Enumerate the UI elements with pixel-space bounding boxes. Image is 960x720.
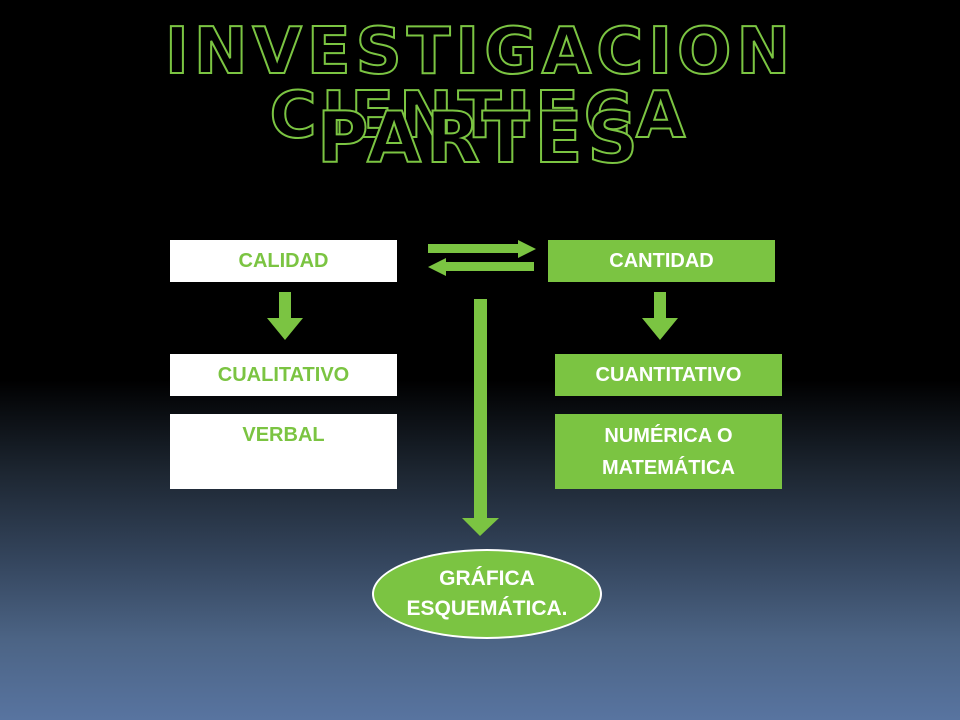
grafica-oval: GRÁFICA ESQUEMÁTICA.: [372, 549, 602, 639]
cualitativo-box: CUALITATIVO: [170, 354, 397, 396]
arrow-left-icon: [428, 258, 534, 276]
calidad-label: CALIDAD: [238, 250, 329, 272]
cantidad-box: CANTIDAD: [548, 240, 775, 282]
verbal-label: VERBAL: [242, 424, 325, 446]
arrow-down-long-icon: [462, 299, 499, 536]
cualitativo-label: CUALITATIVO: [217, 364, 350, 386]
calidad-box: CALIDAD: [170, 240, 397, 282]
arrow-down-right-icon: [642, 292, 678, 340]
page-subtitle: PARTES: [316, 97, 643, 179]
arrow-down-left-icon: [267, 292, 303, 340]
cuantitativo-label: CUANTITATIVO: [595, 364, 742, 386]
numerica-box: NUMÉRICA O MATEMÁTICA: [555, 414, 782, 489]
numerica-label-line2: MATEMÁTICA: [602, 456, 735, 479]
numerica-label-line1: NUMÉRICA O: [604, 424, 733, 447]
cantidad-label: CANTIDAD: [609, 250, 714, 272]
verbal-box: VERBAL: [170, 414, 397, 489]
grafica-label-line1: GRÁFICA: [439, 567, 535, 590]
grafica-label-line2: ESQUEMÁTICA.: [406, 597, 568, 620]
page-title: INVESTIGACION CIENTIFCA: [164, 15, 795, 153]
arrow-right-icon: [428, 240, 536, 258]
cuantitativo-box: CUANTITATIVO: [555, 354, 782, 396]
